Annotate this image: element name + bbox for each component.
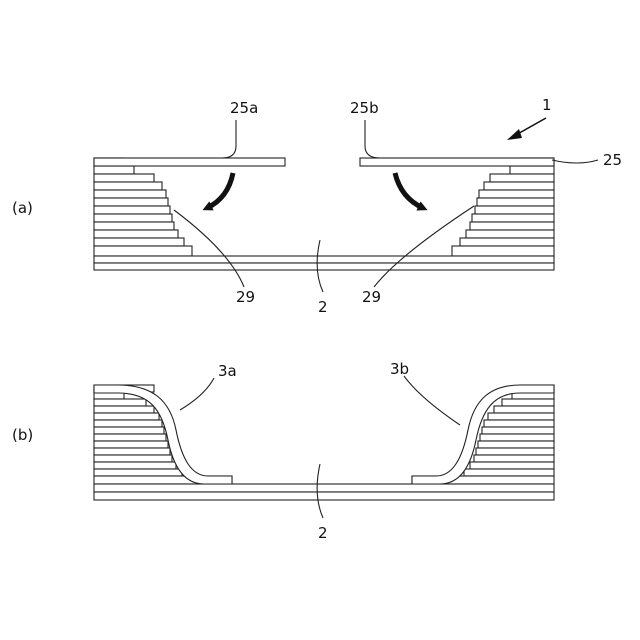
label-2-b: 2 <box>318 524 328 542</box>
label-3b: 3b <box>390 360 409 378</box>
flap-25b <box>360 158 554 166</box>
fold-arrow-left <box>207 173 233 208</box>
label-25: 25 <box>603 151 622 169</box>
label-25b: 25b <box>350 99 379 117</box>
panel-a-label: (a) <box>12 199 33 217</box>
label-2-a: 2 <box>318 298 328 316</box>
panel-a: (a) <box>12 96 622 316</box>
label-25a: 25a <box>230 99 258 117</box>
flap-25a <box>94 158 285 166</box>
panel-b-label: (b) <box>12 426 33 444</box>
fold-arrow-right <box>395 173 423 208</box>
label-29-left: 29 <box>236 288 255 306</box>
panel-b: (b) <box>12 360 554 542</box>
layer-stack-a <box>94 158 554 270</box>
label-29-right: 29 <box>362 288 381 306</box>
label-1: 1 <box>542 96 552 114</box>
label-3a: 3a <box>218 362 237 380</box>
